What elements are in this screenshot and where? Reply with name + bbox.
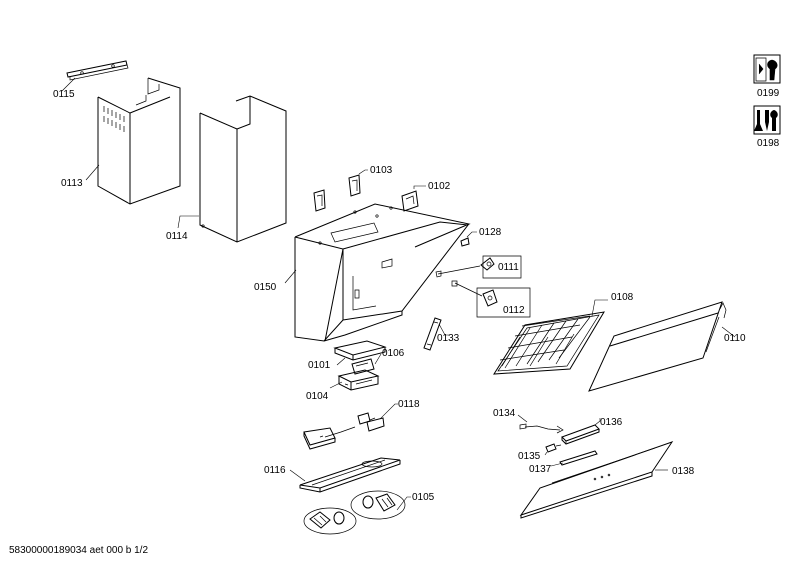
part-0128-clip <box>460 231 477 247</box>
part-0110-front-panel <box>588 301 736 392</box>
label-0102: 0102 <box>428 181 451 192</box>
label-0128: 0128 <box>479 227 502 238</box>
label-0103: 0103 <box>370 165 393 176</box>
part-0136-control-unit <box>561 418 601 445</box>
label-0134: 0134 <box>493 408 516 419</box>
part-0103-mounting-clips <box>313 169 368 212</box>
label-0135: 0135 <box>518 451 541 462</box>
part-0116-lamp-tray <box>289 457 401 493</box>
part-0108-grease-filter <box>493 299 608 375</box>
part-0101-control-board <box>333 340 387 366</box>
label-0114: 0114 <box>166 231 188 242</box>
label-0110: 0110 <box>724 333 746 344</box>
label-0104: 0104 <box>306 391 329 402</box>
part-0138-lower-panel <box>519 441 674 519</box>
label-0105: 0105 <box>412 492 435 503</box>
tools-icon <box>753 105 781 135</box>
label-0106: 0106 <box>382 348 405 359</box>
label-0101: 0101 <box>308 360 331 371</box>
label-0113: 0113 <box>61 178 83 189</box>
label-0198: 0198 <box>757 138 780 149</box>
part-0104-power-module <box>329 369 380 391</box>
part-0112-bracket <box>451 280 531 318</box>
label-0111: 0111 <box>498 262 519 273</box>
part-0113-upper-chimney <box>85 77 181 205</box>
wrench-icon <box>753 54 781 84</box>
label-0116: 0116 <box>264 465 286 476</box>
part-0114-lower-chimney <box>177 95 287 243</box>
part-0134-cable <box>517 414 564 434</box>
label-0133: 0133 <box>437 333 460 344</box>
part-0111-bracket <box>435 255 522 279</box>
label-0118: 0118 <box>398 399 420 410</box>
part-0102-mount <box>401 185 426 212</box>
label-0108: 0108 <box>611 292 634 303</box>
part-0150-hood-body <box>284 203 471 342</box>
part-0135-sensor <box>544 443 562 456</box>
part-0133-rail <box>423 317 449 351</box>
part-0105-lamps <box>303 490 411 535</box>
part-0106-component <box>351 353 382 375</box>
part-0118-wiring-unit <box>303 403 398 450</box>
label-0136: 0136 <box>600 417 623 428</box>
label-0138: 0138 <box>672 466 695 477</box>
label-0112: 0112 <box>503 305 525 316</box>
label-0137: 0137 <box>529 464 552 475</box>
document-id: 58300000189034 aet 000 b 1/2 <box>9 545 149 556</box>
part-0115-bracket <box>61 60 129 92</box>
part-0137-strip <box>550 450 598 467</box>
label-0199: 0199 <box>757 88 780 99</box>
label-0150: 0150 <box>254 282 277 293</box>
label-0115: 0115 <box>53 89 75 100</box>
